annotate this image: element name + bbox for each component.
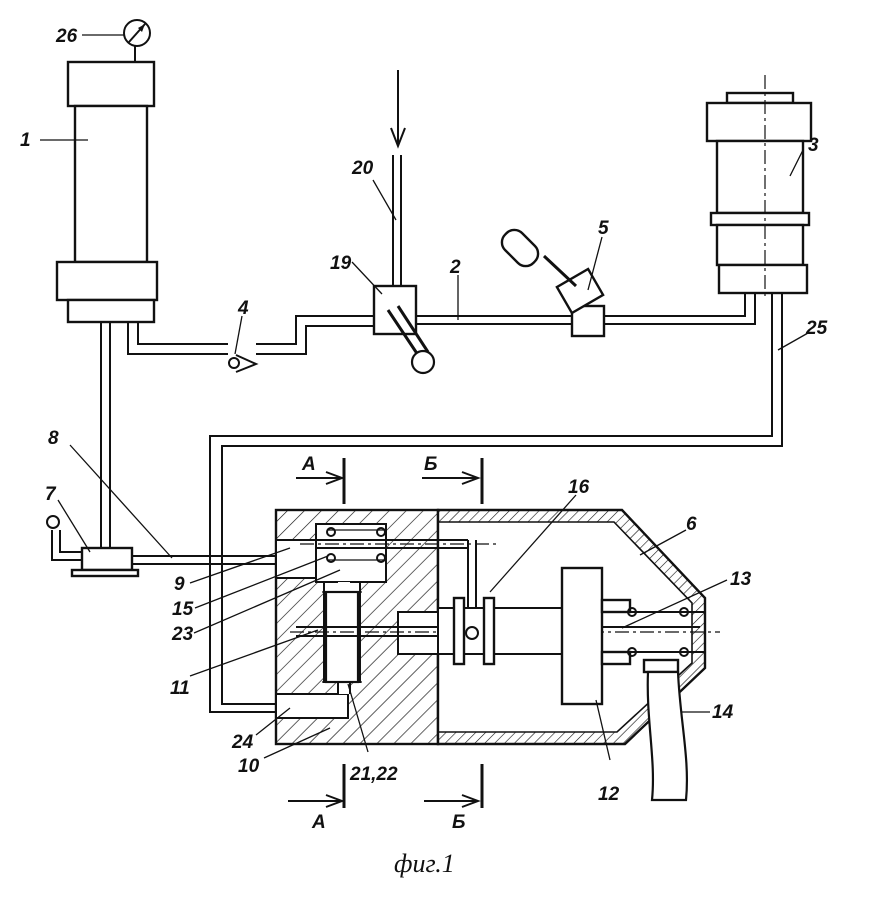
pipe-25 bbox=[209, 293, 783, 713]
section-b-top: Б bbox=[424, 454, 437, 475]
label-2: 2 bbox=[449, 257, 461, 278]
pipe-8 bbox=[132, 555, 276, 565]
hand-pump-7 bbox=[46, 515, 140, 578]
label-4: 4 bbox=[237, 298, 249, 319]
label-23: 23 bbox=[171, 624, 194, 645]
cylinder-1 bbox=[55, 60, 159, 324]
label-12: 12 bbox=[598, 784, 620, 805]
disc-12 bbox=[560, 566, 604, 706]
label-26: 26 bbox=[55, 26, 78, 47]
label-14: 14 bbox=[712, 702, 734, 723]
pipe-vertical-left bbox=[100, 322, 111, 548]
label-24: 24 bbox=[231, 732, 254, 753]
label-5: 5 bbox=[598, 218, 609, 239]
label-8: 8 bbox=[48, 428, 59, 449]
label-15: 15 bbox=[172, 599, 194, 620]
inlet-pipe-20 bbox=[390, 70, 406, 286]
label-13: 13 bbox=[730, 569, 752, 590]
coupling-16 bbox=[452, 596, 496, 666]
pipe-2 bbox=[416, 293, 756, 325]
label-20: 20 bbox=[351, 158, 374, 179]
pipe-check-valve-line bbox=[127, 315, 374, 355]
label-9: 9 bbox=[174, 574, 185, 595]
hose-14 bbox=[642, 658, 689, 802]
piston-rod-15 bbox=[300, 527, 500, 632]
figure-caption: фиг.1 bbox=[394, 849, 455, 878]
check-valve-4 bbox=[228, 354, 259, 373]
cylinder-3 bbox=[705, 75, 813, 298]
label-11: 11 bbox=[170, 678, 190, 699]
label-7: 7 bbox=[45, 484, 57, 505]
label-10: 10 bbox=[238, 756, 260, 777]
section-a-bottom: А bbox=[311, 812, 326, 833]
section-lines bbox=[288, 458, 484, 808]
label-6: 6 bbox=[686, 514, 697, 535]
label-1: 1 bbox=[20, 130, 31, 151]
section-b-bottom: Б bbox=[452, 812, 465, 833]
part-labels: 1 2 3 4 5 6 7 8 9 10 11 12 13 14 15 16 1… bbox=[20, 26, 828, 805]
label-3: 3 bbox=[808, 135, 819, 156]
valve-19 bbox=[372, 284, 436, 375]
label-25: 25 bbox=[805, 318, 828, 339]
label-19: 19 bbox=[330, 253, 352, 274]
pressure-gauge-26 bbox=[123, 19, 151, 62]
label-21-22: 21,22 bbox=[349, 764, 398, 785]
nozzle-13 bbox=[600, 598, 705, 666]
label-16: 16 bbox=[568, 477, 590, 498]
section-labels: А Б А Б bbox=[301, 454, 465, 833]
valve-5 bbox=[500, 228, 606, 338]
section-a-top: А bbox=[301, 454, 316, 475]
leader-lines bbox=[40, 34, 809, 761]
